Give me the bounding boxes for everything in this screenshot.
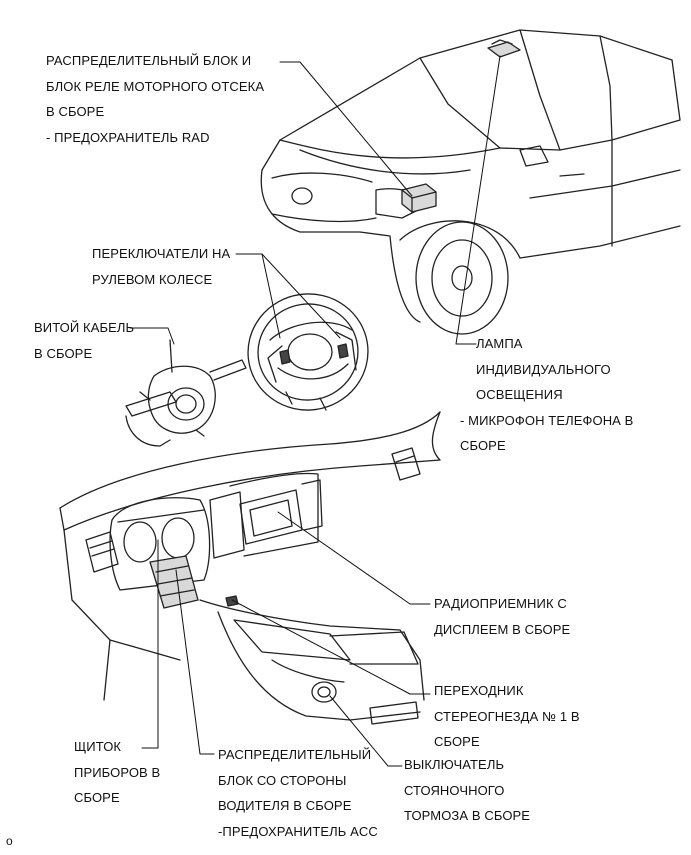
label-line: СБОРЕ [460,438,506,453]
vehicle-illustration [260,29,681,335]
label-line: - МИКРОФОН ТЕЛЕФОНА В [460,412,634,428]
label-steering-switches: ПЕРЕКЛЮЧАТЕЛИ НА РУЛЕВОМ КОЛЕСЕ [92,241,230,292]
label-line: ДИСПЛЕЕМ В СБОРЕ [434,621,571,637]
spiral-cable-illustration [125,339,247,447]
label-stereo-jack: ПЕРЕХОДНИК СТЕРЕОГНЕЗДА № 1 В СБОРЕ [434,678,580,755]
label-line: РАСПРЕДЕЛИТЕЛЬНЫЙ [218,747,372,762]
label-line: В СБОРЕ [46,104,105,119]
room-lamp-icon [487,39,521,58]
radio-display-icon [239,479,323,545]
instrument-panel-illustration [59,411,441,725]
label-line: РУЛЕВОМ КОЛЕСЕ [92,271,213,287]
label-line: ПЕРЕКЛЮЧАТЕЛИ НА [92,246,231,261]
label-room-lamp: ЛАМПА ИНДИВИДУАЛЬНОГО ОСВЕЩЕНИЯ - МИКРОФ… [460,331,633,459]
label-line: ВИТОЙ КАБЕЛЬ [34,320,135,335]
label-line: ПЕРЕХОДНИК [434,683,524,698]
parking-brake-switch-icon [311,681,337,703]
label-combination-meter: ЩИТОК ПРИБОРОВ В СБОРЕ [74,734,160,811]
label-line: ПРИБОРОВ В [74,764,161,780]
label-driver-junction-block: РАСПРЕДЕЛИТЕЛЬНЫЙ БЛОК СО СТОРОНЫ ВОДИТЕ… [218,742,378,844]
label-line: ОСВЕЩЕНИЯ [476,387,563,402]
label-line: СТОЯНОЧНОГО [404,782,505,798]
label-line: - ПРЕДОХРАНИТЕЛЬ RAD [46,129,210,145]
footer-mark: o [6,834,13,848]
label-engine-relay-block: РАСПРЕДЕЛИТЕЛЬНЫЙ БЛОК И БЛОК РЕЛЕ МОТОР… [46,48,264,150]
label-line: РАСПРЕДЕЛИТЕЛЬНЫЙ БЛОК И [46,53,252,68]
label-line: ЛАМПА [476,336,523,351]
label-line: БЛОК СО СТОРОНЫ [218,772,347,788]
label-line: ЩИТОК [74,739,122,754]
label-line: БЛОК РЕЛЕ МОТОРНОГО ОТСЕКА [46,78,265,94]
label-line: ВЫКЛЮЧАТЕЛЬ [404,757,505,772]
label-line: В СБОРЕ [34,345,93,361]
stereo-jack-icon [225,595,239,607]
label-radio-display: РАДИОПРИЕМНИК С ДИСПЛЕЕМ В СБОРЕ [434,591,570,642]
steering-wheel-illustration [247,293,369,411]
label-line: ТОРМОЗА В СБОРЕ [404,808,531,823]
label-line: СБОРЕ [74,790,120,805]
label-line: СБОРЕ [434,734,480,749]
engine-relay-block-icon [401,183,437,213]
label-line: -ПРЕДОХРАНИТЕЛЬ ACC [218,823,378,839]
driver-junction-block-icon [149,555,199,609]
label-parking-brake: ВЫКЛЮЧАТЕЛЬ СТОЯНОЧНОГО ТОРМОЗА В СБОРЕ [404,752,530,829]
leader-lines [129,55,501,767]
label-line: РАДИОПРИЕМНИК С [434,596,567,611]
label-line: ИНДИВИДУАЛЬНОГО [476,361,611,377]
label-spiral-cable: ВИТОЙ КАБЕЛЬ В СБОРЕ [34,315,134,366]
label-line: ВОДИТЕЛЯ В СБОРЕ [218,798,352,813]
label-line: СТЕРЕОГНЕЗДА № 1 В [434,708,580,724]
